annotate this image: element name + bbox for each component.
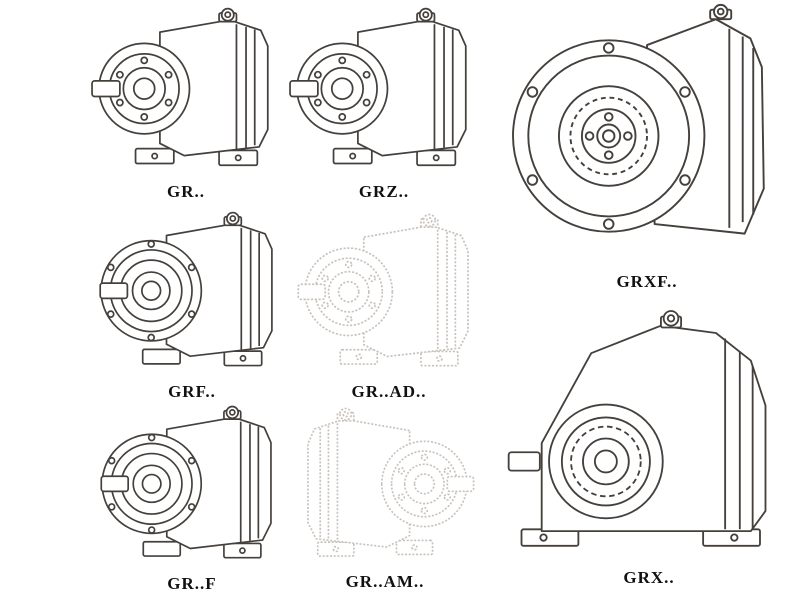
figure-label-gr: GR.. <box>167 182 205 201</box>
figure-label-gr-ad: GR..AD.. <box>351 382 427 401</box>
grz-gearbox-drawing <box>288 6 480 180</box>
figure-gr-am: GR..AM.. <box>286 406 484 594</box>
figure-gr-ad: GR..AD.. <box>288 212 490 404</box>
gr-f-gearbox-drawing <box>94 404 290 572</box>
figure-grxf: GRXF.. <box>498 2 796 294</box>
figure-gr: GR.. <box>88 6 284 204</box>
figure-label-grz: GRZ.. <box>358 182 410 201</box>
grf-gearbox-drawing <box>94 210 290 380</box>
figure-label-grf: GRF.. <box>168 382 216 401</box>
grx-gearbox-drawing <box>502 300 796 566</box>
figure-gr-f: GR..F <box>94 404 290 596</box>
figure-label-grx: GRX.. <box>623 568 675 587</box>
figure-label-gr-f: GR..F <box>167 574 217 593</box>
figure-grf: GRF.. <box>94 210 290 404</box>
figure-label-gr-am: GR..AM.. <box>345 572 425 591</box>
gr-gearbox-drawing <box>88 6 284 180</box>
figure-label-grxf: GRXF.. <box>616 272 678 291</box>
figure-grx: GRX.. <box>502 300 796 590</box>
figure-grz: GRZ.. <box>288 6 480 204</box>
gr-ad-gearbox-drawing <box>288 212 490 380</box>
gr-am-gearbox-drawing <box>286 406 484 570</box>
grxf-gearbox-drawing <box>498 2 796 270</box>
